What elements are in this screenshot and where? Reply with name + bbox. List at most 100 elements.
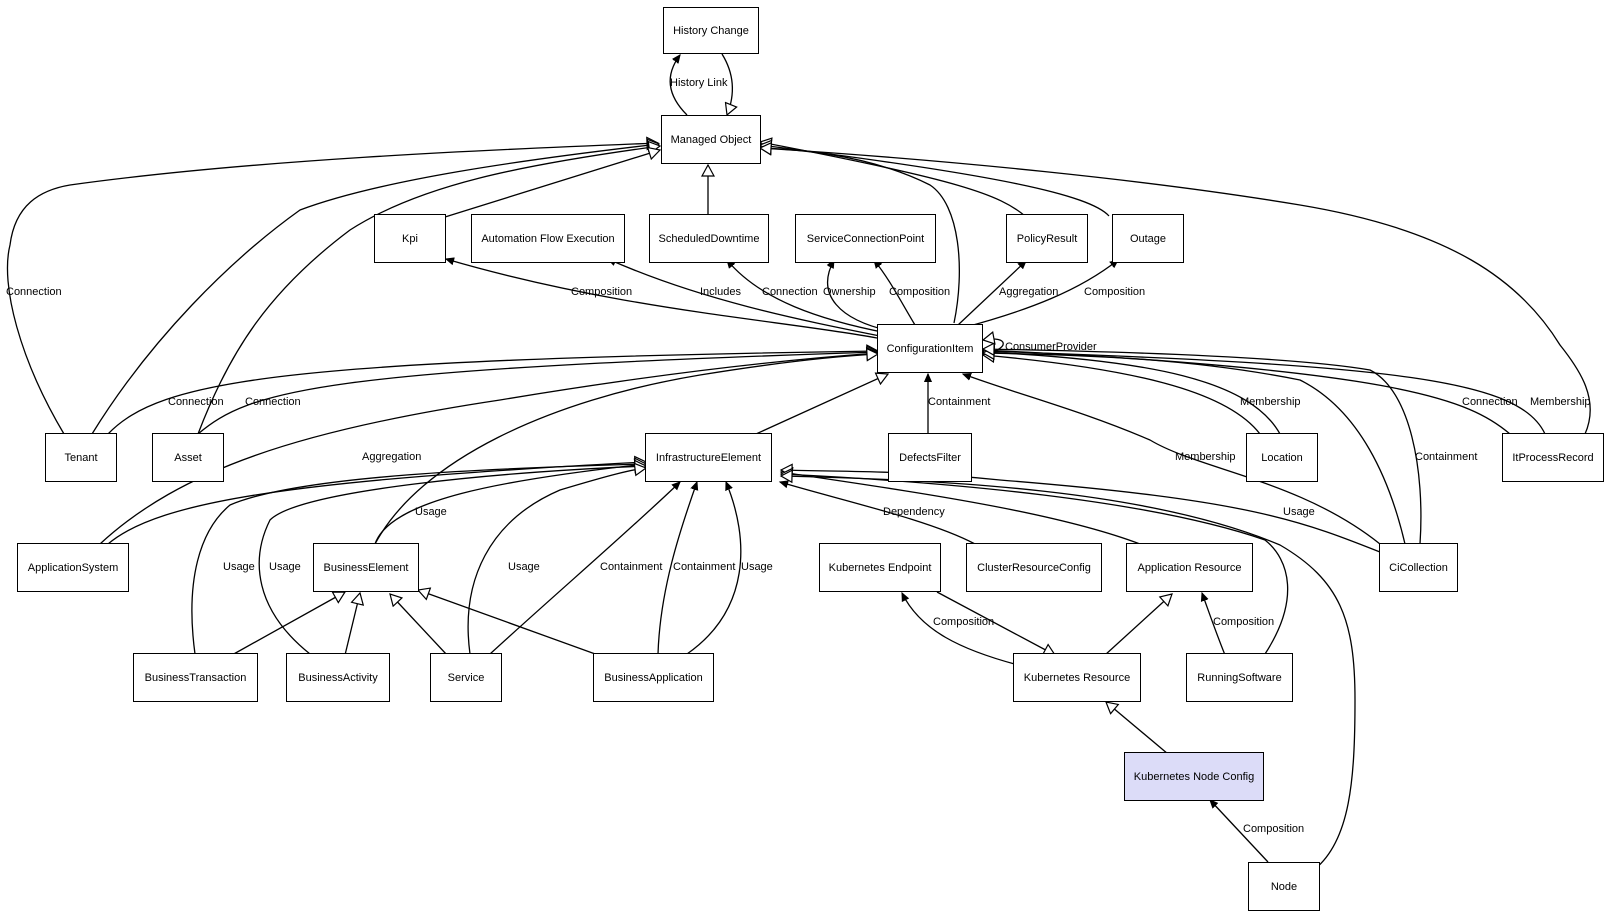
node-location[interactable]: Location	[1246, 433, 1318, 482]
node-label: ApplicationSystem	[27, 561, 119, 574]
edge-asset-ci	[197, 352, 878, 435]
node-label: History Change	[673, 24, 749, 37]
edge-bt-ie	[191, 464, 646, 655]
node-kubernetes-resource[interactable]: Kubernetes Resource	[1013, 653, 1141, 702]
edge-kr-ar	[1104, 594, 1172, 656]
edge-label-usage: Usage	[741, 561, 773, 573]
node-label: Asset	[174, 451, 202, 464]
edge-label-containment: Containment	[600, 561, 663, 573]
node-policy-result[interactable]: PolicyResult	[1006, 214, 1088, 263]
edge-itpr-mo	[760, 148, 1591, 435]
node-kubernetes-node-config[interactable]: Kubernetes Node Config	[1124, 752, 1264, 801]
edge-cicoll-ci-memb	[963, 374, 1381, 545]
edge-tenant-ci	[107, 351, 878, 435]
node-asset[interactable]: Asset	[152, 433, 224, 482]
node-configuration-item[interactable]: ConfigurationItem	[877, 324, 983, 373]
edge-kpi-mo	[444, 150, 660, 218]
node-application-system[interactable]: ApplicationSystem	[17, 543, 129, 592]
edge-label-connection: Connection	[6, 286, 62, 298]
edge-cicoll-ie	[781, 470, 1391, 557]
node-service[interactable]: Service	[430, 653, 502, 702]
node-automation-flow-execution[interactable]: Automation Flow Execution	[471, 214, 625, 263]
edge-ba-ie	[258, 466, 646, 655]
node-scheduled-downtime[interactable]: ScheduledDowntime	[649, 214, 769, 263]
edge-node-ie	[781, 476, 1356, 870]
edge-label-containment: Containment	[928, 396, 991, 408]
node-service-connection-point[interactable]: ServiceConnectionPoint	[795, 214, 936, 263]
edge-ke-kr	[936, 591, 1055, 655]
edge-outage-mo	[760, 145, 1110, 217]
node-running-software[interactable]: RunningSoftware	[1186, 653, 1293, 702]
node-label: InfrastructureElement	[655, 451, 762, 464]
edge-label-membership: Membership	[1530, 396, 1591, 408]
edge-bapp-be	[418, 590, 599, 656]
edge-label-composition: Composition	[1243, 823, 1305, 835]
edge-label-usage: Usage	[223, 561, 255, 573]
node-defects-filter[interactable]: DefectsFilter	[888, 433, 972, 482]
node-kpi[interactable]: Kpi	[374, 214, 446, 263]
node-label: Outage	[1129, 232, 1167, 245]
edge-kr-ke	[901, 593, 1023, 667]
edge-tenant-mo-2	[91, 144, 659, 435]
edge-history-change-inherits	[721, 53, 732, 115]
node-business-element[interactable]: BusinessElement	[313, 543, 419, 592]
edge-bapp-ie-cont	[657, 482, 697, 655]
node-tenant[interactable]: Tenant	[45, 433, 117, 482]
edge-label-dependency: Dependency	[883, 506, 945, 518]
node-label: Kubernetes Resource	[1023, 671, 1131, 684]
edge-itpr-ci-memb	[983, 351, 1546, 435]
edge-label-containment: Containment	[673, 561, 736, 573]
node-cluster-resource-config[interactable]: ClusterResourceConfig	[966, 543, 1102, 592]
node-label: RunningSoftware	[1197, 671, 1282, 684]
edge-service-be	[390, 594, 448, 656]
edge-asset-mo	[197, 146, 660, 435]
edge-label-connection: Connection	[1462, 396, 1518, 408]
edge-label-includes: Includes	[700, 286, 741, 298]
node-label: Automation Flow Execution	[481, 232, 615, 245]
edge-tenant-mo	[6, 143, 658, 435]
edge-label-composition: Composition	[933, 616, 995, 628]
node-node[interactable]: Node	[1248, 862, 1320, 911]
node-kubernetes-endpoint[interactable]: Kubernetes Endpoint	[819, 543, 941, 592]
node-label: BusinessActivity	[298, 671, 378, 684]
edge-label-containment: Containment	[1415, 451, 1478, 463]
edge-label-aggregation: Aggregation	[999, 286, 1059, 298]
node-ci-collection[interactable]: CiCollection	[1379, 543, 1458, 592]
node-label: BusinessApplication	[604, 671, 703, 684]
node-label: Managed Object	[670, 133, 752, 146]
edge-label-composition: Composition	[1213, 616, 1275, 628]
node-it-process-record[interactable]: ItProcessRecord	[1502, 433, 1604, 482]
edge-label-consumer-provider: ConsumerProvider	[1005, 341, 1097, 353]
edge-label-history-link: History Link	[670, 77, 728, 89]
node-label: PolicyResult	[1016, 232, 1078, 245]
edge-pr-mo	[760, 142, 1026, 217]
edge-ci-kpi	[446, 259, 878, 339]
node-outage[interactable]: Outage	[1112, 214, 1184, 263]
node-business-activity[interactable]: BusinessActivity	[286, 653, 390, 702]
node-infrastructure-element[interactable]: InfrastructureElement	[645, 433, 772, 482]
edge-ci-afe	[608, 258, 881, 337]
edge-label-connection: Connection	[245, 396, 301, 408]
edge-label-usage: Usage	[415, 506, 447, 518]
node-application-resource[interactable]: Application Resource	[1126, 543, 1253, 592]
edge-label-composition: Composition	[889, 286, 951, 298]
edge-bt-be	[231, 592, 345, 656]
node-label: Node	[1270, 880, 1298, 893]
edge-label-aggregation: Aggregation	[362, 451, 422, 463]
node-business-application[interactable]: BusinessApplication	[593, 653, 714, 702]
node-label: Location	[1261, 451, 1303, 464]
node-history-change[interactable]: History Change	[663, 7, 759, 54]
edge-label-composition: Composition	[1084, 286, 1146, 298]
node-label: BusinessTransaction	[144, 671, 247, 684]
edge-ci-scp-comp	[874, 260, 916, 326]
edge-node-knc	[1210, 800, 1269, 863]
edge-ba-be	[344, 593, 360, 656]
node-label: Kubernetes Endpoint	[828, 561, 932, 574]
edge-label-connection: Connection	[762, 286, 818, 298]
node-managed-object[interactable]: Managed Object	[661, 115, 761, 164]
node-business-transaction[interactable]: BusinessTransaction	[133, 653, 258, 702]
edge-label-membership: Membership	[1175, 451, 1236, 463]
edge-location-ci	[983, 355, 1261, 435]
edge-label-usage: Usage	[269, 561, 301, 573]
node-label: ServiceConnectionPoint	[806, 232, 925, 245]
